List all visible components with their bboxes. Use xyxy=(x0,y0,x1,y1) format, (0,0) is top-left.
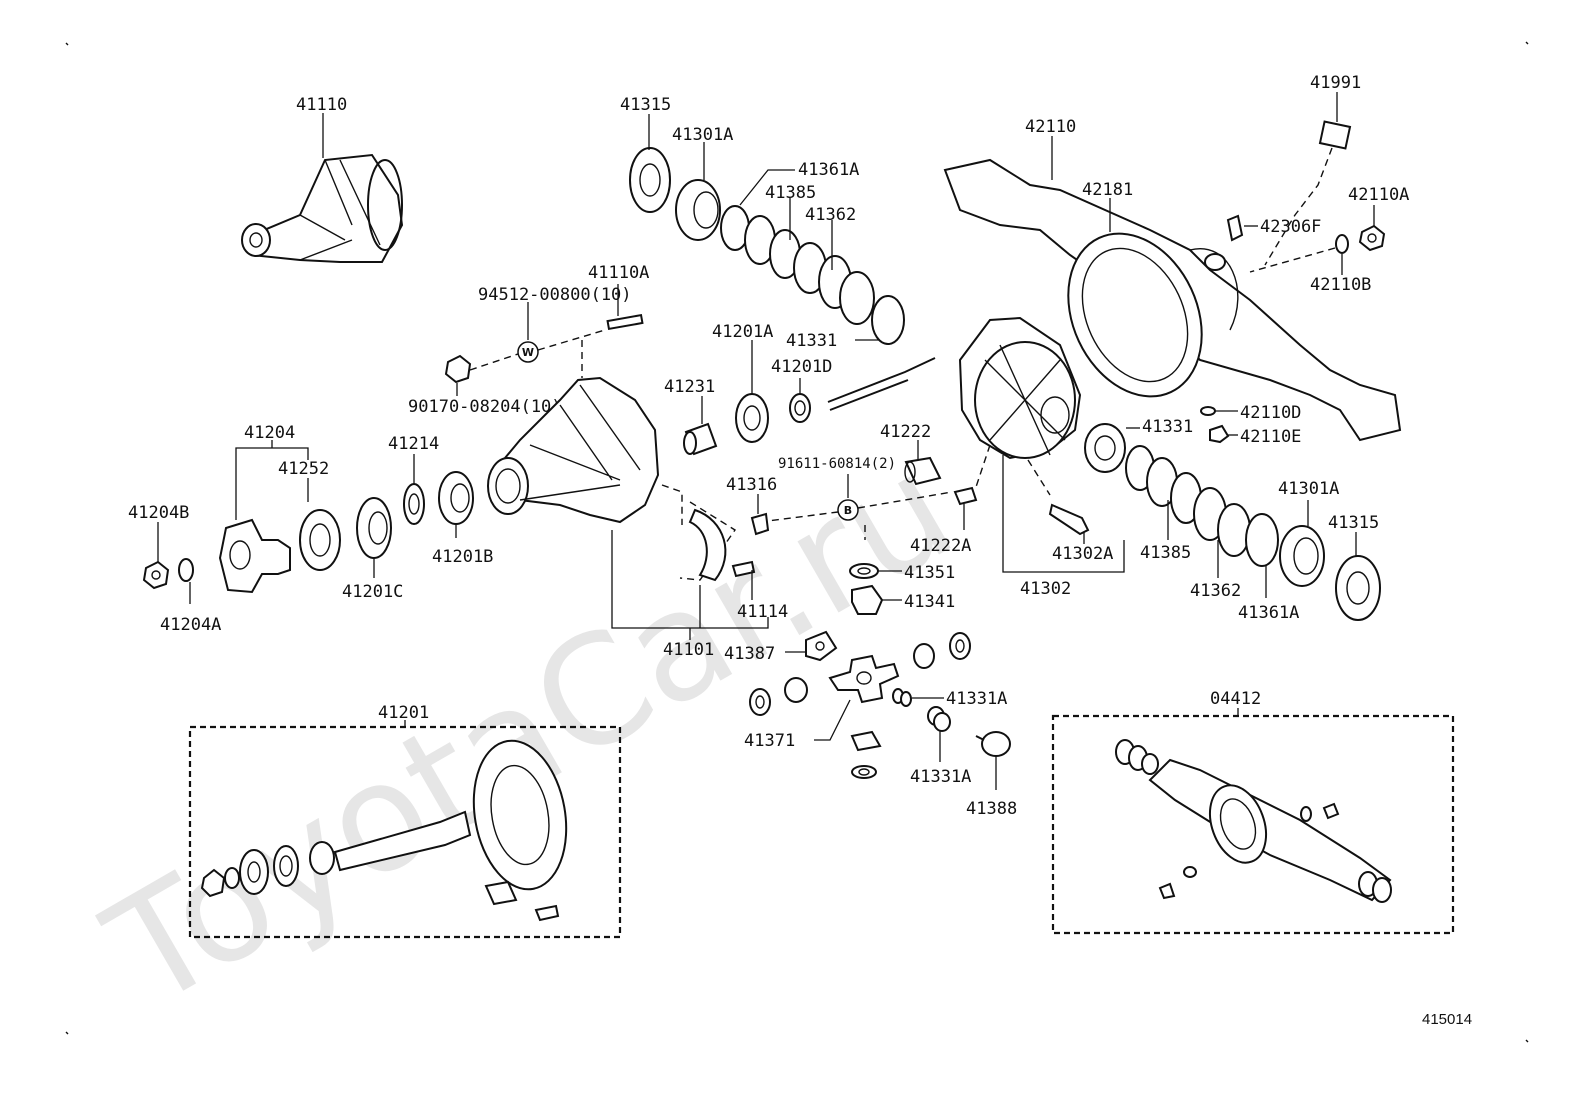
label-41204A: 41204A xyxy=(160,615,221,635)
lock-41316 xyxy=(750,494,770,536)
label-41110A: 41110A xyxy=(588,263,649,283)
breather-42306F xyxy=(1204,214,1258,271)
label-04412-box: 04412 xyxy=(1210,689,1261,709)
label-41204: 41204 xyxy=(244,423,295,443)
plate-41387 xyxy=(785,630,838,662)
washer-41204A xyxy=(178,558,194,604)
adjusting-nut-41222 xyxy=(904,440,942,486)
washer-41351 xyxy=(849,563,902,579)
spring-41331A-upper xyxy=(892,688,944,707)
bearing-41201B xyxy=(438,471,474,538)
nut-42110E xyxy=(1209,424,1238,444)
label-41362-right: 41362 xyxy=(1190,581,1241,601)
label-41991: 41991 xyxy=(1310,73,1361,93)
label-41301A-top: 41301A xyxy=(672,125,733,145)
pinion-bearing-41201A xyxy=(735,340,769,443)
side-gear-stack-right xyxy=(1084,423,1381,621)
label-41331A-2: 41331A xyxy=(910,767,971,787)
label-41371: 41371 xyxy=(744,731,795,751)
label-42110D: 42110D xyxy=(1240,403,1301,423)
label-41201C: 41201C xyxy=(342,582,403,602)
label-41331A-1: 41331A xyxy=(946,689,1007,709)
oil-seal-41201C xyxy=(356,497,392,578)
carrier-case-41101 xyxy=(487,376,769,640)
differential-case-41302 xyxy=(827,316,1125,573)
label-42110: 42110 xyxy=(1025,117,1076,137)
badge-w: W xyxy=(522,346,534,359)
gasket-kit-04412 xyxy=(1051,708,1455,935)
label-41316: 41316 xyxy=(726,475,777,495)
label-41351: 41351 xyxy=(904,563,955,583)
label-41331-right: 41331 xyxy=(1142,417,1193,437)
label-41387: 41387 xyxy=(724,644,775,664)
label-42181: 42181 xyxy=(1082,180,1133,200)
nut-41204B xyxy=(142,522,170,590)
label-42110B: 42110B xyxy=(1310,275,1371,295)
label-41315-top: 41315 xyxy=(620,95,671,115)
label-41114: 41114 xyxy=(737,602,788,622)
label-41331-top: 41331 xyxy=(786,331,837,351)
label-91611: 91611-60814(2) xyxy=(778,456,896,472)
label-42110A: 42110A xyxy=(1348,185,1409,205)
label-41101: 41101 xyxy=(663,640,714,660)
label-41385-right: 41385 xyxy=(1140,543,1191,563)
clip-42110D xyxy=(1200,406,1238,416)
label-41201-box: 41201 xyxy=(378,703,429,723)
spacer-41201D xyxy=(789,378,811,423)
lock-41222A xyxy=(953,486,978,530)
label-41302A: 41302A xyxy=(1052,544,1113,564)
carrier-assembly-41110 xyxy=(241,113,404,263)
plate-41991 xyxy=(1264,92,1352,266)
nut-42110A xyxy=(1358,205,1386,252)
spacer-41231 xyxy=(683,396,718,456)
pinion-gear-41341 xyxy=(851,584,902,615)
bolt-41302A xyxy=(1048,503,1090,544)
label-41252: 41252 xyxy=(278,459,329,479)
washer-94512: W xyxy=(469,302,606,371)
label-41361A-top: 41361A xyxy=(798,160,859,180)
label-42110E: 42110E xyxy=(1240,427,1301,447)
label-41388: 41388 xyxy=(966,799,1017,819)
label-41222: 41222 xyxy=(880,422,931,442)
label-42306F: 42306F xyxy=(1260,217,1321,237)
nut-90170 xyxy=(444,340,583,396)
label-41362-top: 41362 xyxy=(805,205,856,225)
label-41222A: 41222A xyxy=(910,536,971,556)
label-41341: 41341 xyxy=(904,592,955,612)
stud-41110A xyxy=(606,284,644,331)
spring-41331A-lower xyxy=(927,706,951,762)
spider-41371 xyxy=(814,654,900,741)
label-41201A-mid: 41201A xyxy=(712,322,773,342)
companion-flange-41204 xyxy=(218,440,341,594)
label-41204B: 41204B xyxy=(128,503,189,523)
slinger-41214 xyxy=(403,454,425,525)
label-41315-right: 41315 xyxy=(1328,513,1379,533)
pinion-gears-small xyxy=(749,632,971,779)
label-41201B: 41201B xyxy=(432,547,493,567)
label-41302: 41302 xyxy=(1020,579,1071,599)
washer-42110B xyxy=(1249,234,1349,275)
label-41301A-right: 41301A xyxy=(1278,479,1339,499)
shaft-41388 xyxy=(975,731,1011,790)
diagram-reference-code: 415014 xyxy=(1422,1011,1472,1028)
label-41231: 41231 xyxy=(664,377,715,397)
label-41385-top: 41385 xyxy=(765,183,816,203)
bolt-41114 xyxy=(731,560,756,600)
side-gear-stack-upper xyxy=(629,114,905,345)
label-41361A-right: 41361A xyxy=(1238,603,1299,623)
bolt-91611: B xyxy=(759,474,953,540)
label-41201D: 41201D xyxy=(771,357,832,377)
label-94512: 94512-00800(10) xyxy=(478,285,632,305)
label-41214: 41214 xyxy=(388,434,439,454)
label-90170: 90170-08204(10) xyxy=(408,397,562,417)
badge-b: B xyxy=(844,504,852,517)
axle-housing-42110 xyxy=(943,136,1402,442)
corner-marks xyxy=(65,41,1529,1043)
label-41110: 41110 xyxy=(296,95,347,115)
ring-pinion-kit-41201 xyxy=(188,720,622,939)
